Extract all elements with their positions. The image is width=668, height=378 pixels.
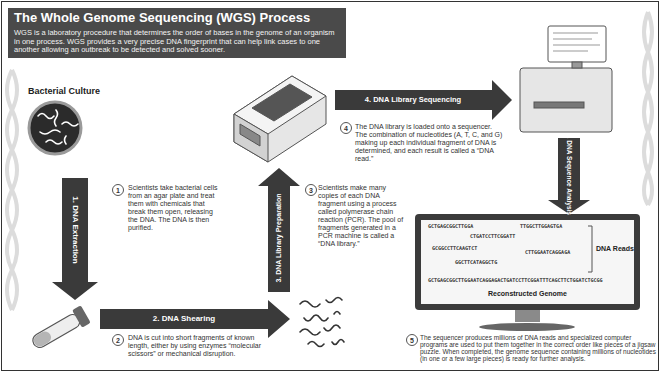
arrow-sequencing bbox=[335, 80, 512, 120]
test-tube bbox=[29, 305, 91, 352]
step-description: Scientists make many copies of each DNA … bbox=[318, 184, 408, 248]
step-description: The sequencer produces millions of DNA r… bbox=[420, 334, 656, 363]
step-number-circle: 5 bbox=[406, 334, 418, 346]
step-label: 3. DNA Library Preparation bbox=[275, 193, 283, 282]
step-label: 5. DNA Sequence Analysis bbox=[565, 133, 572, 215]
callout-number: 3 bbox=[309, 187, 313, 194]
petri-dish bbox=[29, 102, 81, 154]
callout-number: 4 bbox=[344, 125, 348, 132]
step-number-circle: 2 bbox=[112, 334, 124, 346]
dna-sequence: CTTGGAATCAGGAGA bbox=[525, 250, 570, 256]
frame bbox=[2, 2, 659, 371]
callout-number: 5 bbox=[410, 337, 414, 344]
diagram-title: The Whole Genome Sequencing (WGS) Proces… bbox=[14, 11, 310, 25]
pcr-machine bbox=[234, 76, 326, 162]
dna-helix-right bbox=[644, 12, 652, 205]
dna-sequence: TTGGCTTGGAGTGA bbox=[520, 224, 562, 230]
screen-caption: Reconstructed Genome bbox=[488, 290, 567, 298]
computer-screen: GCTGAGCGGCTTGGA TTGGCTTGGAGTGA CTGATCCTTCG… bbox=[421, 220, 634, 304]
bracket bbox=[588, 226, 592, 272]
step-number-circle: 4 bbox=[340, 122, 352, 134]
title-band bbox=[8, 8, 346, 58]
dna-fragments bbox=[300, 298, 344, 347]
step-label: 4. DNA Library Sequencing bbox=[365, 96, 461, 105]
dna-helix-left bbox=[7, 70, 17, 310]
stage-label: Bacterial Culture bbox=[28, 86, 100, 96]
step-description: Scientists take bacterial cells from an … bbox=[128, 184, 218, 232]
step-number-circle: 3 bbox=[305, 184, 317, 196]
dna-sequence: GCTGAGCGGCTTGGAATCAGGAGACTGATCCTTCGGATTT… bbox=[428, 278, 603, 284]
step-label: 1. DNA Extraction bbox=[70, 196, 79, 263]
arrow-library-prep bbox=[258, 168, 300, 292]
bracket-label: DNA Reads bbox=[596, 245, 634, 253]
step-description: DNA is cut into short fragments of known… bbox=[128, 334, 262, 358]
process-arrows bbox=[52, 80, 590, 338]
dna-sequence: GCGGCCTTCAAGTCT bbox=[432, 246, 477, 252]
callout-number: 1 bbox=[116, 187, 120, 194]
sequencer bbox=[520, 26, 612, 132]
arrow-shearing bbox=[100, 300, 290, 338]
dna-sequence: CTGATCCTTCGGATT bbox=[470, 234, 515, 240]
computer bbox=[415, 214, 640, 331]
dna-sequence: GGCTTCATAGGCTG bbox=[455, 260, 497, 266]
callout-number: 2 bbox=[116, 337, 120, 344]
intro-text: WGS is a laboratory procedure that deter… bbox=[14, 29, 342, 55]
dna-sequence: GCTGAGCGGCTTGGA bbox=[428, 224, 473, 230]
step-number-circle: 1 bbox=[112, 184, 124, 196]
step-label: 2. DNA Shearing bbox=[153, 314, 215, 323]
step-description: The DNA library is loaded onto a sequenc… bbox=[355, 123, 503, 163]
arrow-extraction bbox=[52, 178, 98, 300]
